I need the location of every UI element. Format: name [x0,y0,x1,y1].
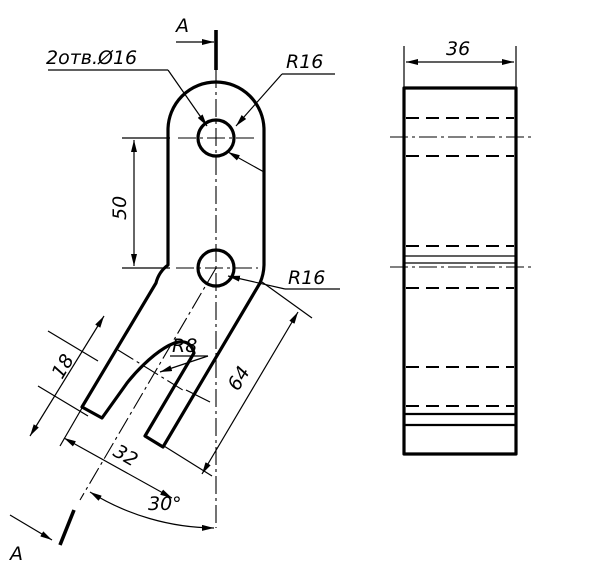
leader-r16-mid [227,275,286,290]
bracket-outline [80,80,266,449]
dim-50-label: 50 [109,196,131,220]
leader-holes-diag [167,69,208,127]
ext-32-a [59,407,83,447]
cut-mark-bottom [58,509,76,546]
cut-arrow-bottom [9,514,53,541]
ext-64-b [163,445,213,477]
dim-64-label: 64 [223,363,254,395]
leader-r16-top-inner [227,151,265,173]
dim-line-18 [29,315,105,437]
front-view: A A 2отв.Ø16 R16 R16 R8 50 18 [8,15,340,565]
dim-32-label: 32 [110,440,142,471]
section-label-bottom: A [8,543,23,565]
dim-30-label: 30° [148,493,182,515]
holes-callout: 2отв.Ø16 [46,47,137,69]
dim-line-64 [201,311,299,475]
centerline-slot [117,349,187,393]
hole-top [196,118,236,158]
leader-r16-top [235,73,283,127]
dim-line-32 [63,437,173,499]
ext-64-a [261,281,313,319]
side-outline [402,86,518,456]
centerline-arm [79,267,217,501]
radius-slot-label: R8 [172,335,197,357]
dim-18-label: 18 [47,351,78,383]
side-view: 36 [390,38,534,456]
leader-r8 [159,355,209,373]
radius-mid-label: R16 [288,267,325,289]
dim-arc-30 [89,491,215,531]
dim-36-label: 36 [446,38,470,60]
section-label-top: A [174,15,189,37]
radius-top-label: R16 [286,51,323,73]
